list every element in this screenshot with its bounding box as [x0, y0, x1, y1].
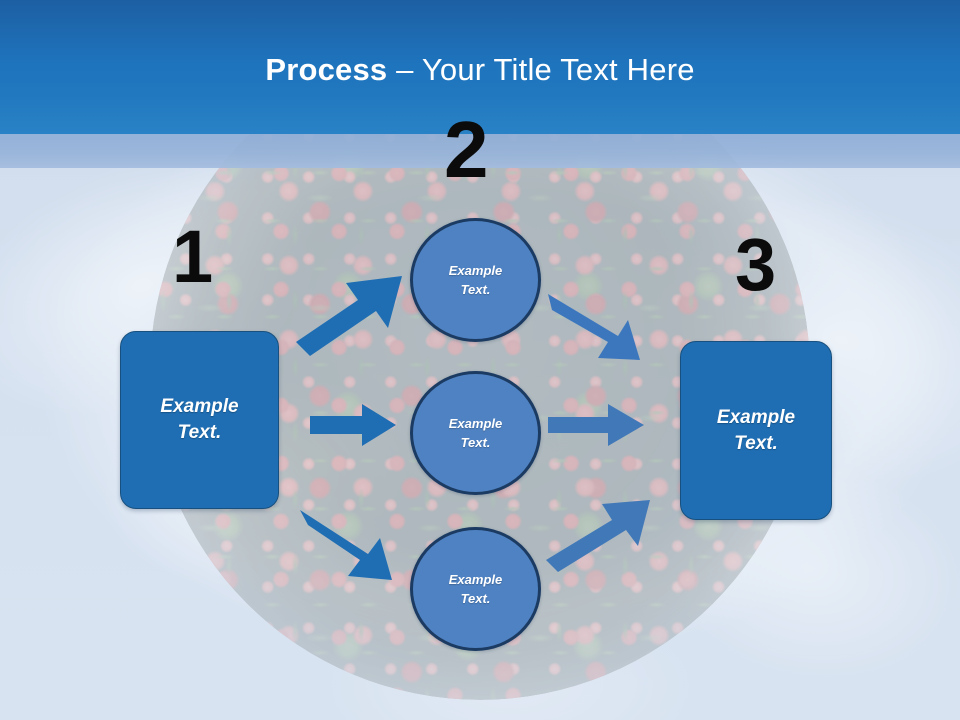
process-box-left-label: Example Text. — [160, 396, 239, 443]
arrow-bottom-to-right[interactable] — [546, 500, 656, 572]
step-number-3: 3 — [735, 223, 776, 306]
arrow-middle-to-right[interactable] — [548, 404, 644, 446]
process-circle-middle-label: Example Text. — [448, 416, 503, 450]
arrow-left-to-bottom[interactable] — [300, 500, 412, 580]
process-box-right[interactable]: Example Text. — [680, 341, 832, 520]
process-circle-middle[interactable]: Example Text. — [410, 371, 541, 495]
step-number-1: 1 — [172, 215, 213, 298]
arrow-left-to-top[interactable] — [296, 276, 408, 356]
step-number-2: 2 — [444, 105, 488, 194]
process-circle-top-label: Example Text. — [448, 263, 503, 297]
process-circle-bottom[interactable]: Example Text. — [410, 527, 541, 651]
process-circle-top[interactable]: Example Text. — [410, 218, 541, 342]
arrow-top-to-right[interactable] — [548, 288, 656, 360]
process-box-right-label: Example Text. — [716, 406, 796, 454]
page-title: Process – Your Title Text Here — [0, 50, 960, 90]
process-circle-bottom-label: Example Text. — [448, 572, 503, 606]
page-title-bold: Process — [265, 52, 397, 87]
process-box-left[interactable]: Example Text. — [120, 331, 279, 509]
header-accent-band — [0, 134, 960, 168]
header-bar — [0, 0, 960, 134]
arrow-left-to-middle[interactable] — [310, 404, 396, 446]
page-title-rest: – Your Title Text Here — [396, 52, 695, 87]
